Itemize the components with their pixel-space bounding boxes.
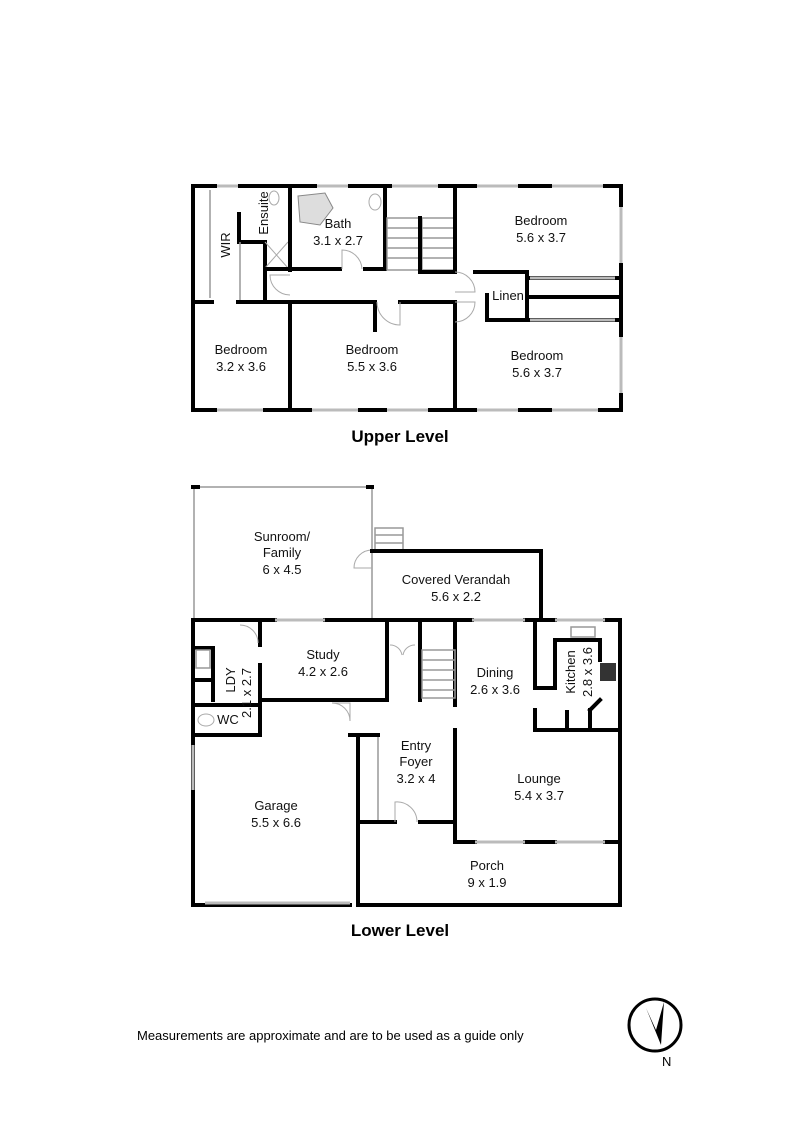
- room-size-foyer: 3.2 x 4: [396, 771, 435, 786]
- room-size-garage: 5.5 x 6.6: [251, 815, 301, 830]
- room-size-lounge: 5.4 x 3.7: [514, 788, 564, 803]
- room-label-verandah: Covered Verandah: [402, 572, 510, 587]
- room-label-wir: WIR: [218, 232, 233, 257]
- room-size-ldy: 2.1 x 2.7: [239, 668, 254, 718]
- upper-staircase: [386, 217, 456, 271]
- room-label-ldy: LDY: [223, 667, 238, 693]
- room-label-bedroom-4: Bedroom: [511, 348, 564, 363]
- disclaimer-note: Measurements are approximate and are to …: [137, 1028, 524, 1043]
- room-label-bedroom-3: Bedroom: [346, 342, 399, 357]
- room-size-porch: 9 x 1.9: [467, 875, 506, 890]
- room-label-dining: Dining: [477, 665, 514, 680]
- room-size-bath: 3.1 x 2.7: [313, 233, 363, 248]
- room-label-sunroom: Sunroom/: [254, 529, 311, 544]
- room-label-bath: Bath: [325, 216, 352, 231]
- room-label-kitchen: Kitchen: [563, 650, 578, 693]
- room-label-lounge: Lounge: [517, 771, 560, 786]
- north-compass-icon: [627, 997, 683, 1053]
- room-size-sunroom: 6 x 4.5: [262, 562, 301, 577]
- room-label-ensuite: Ensuite: [256, 191, 271, 234]
- room-label-bedroom-2: Bedroom: [215, 342, 268, 357]
- room-label-entry: Entry: [401, 738, 432, 753]
- lower-level-title: Lower Level: [351, 921, 449, 940]
- room-label-bedroom-1: Bedroom: [515, 213, 568, 228]
- room-size-verandah: 5.6 x 2.2: [431, 589, 481, 604]
- room-size-dining: 2.6 x 3.6: [470, 682, 520, 697]
- room-label-foyer: Foyer: [399, 754, 433, 769]
- compass-north-label: N: [662, 1054, 671, 1069]
- room-label-sunroom-line2: Family: [263, 545, 302, 560]
- lower-level-plan: [191, 485, 622, 907]
- room-label-garage: Garage: [254, 798, 297, 813]
- room-size-kitchen: 2.8 x 3.6: [580, 647, 595, 697]
- room-label-linen: Linen: [492, 288, 524, 303]
- upper-level-plan: [191, 184, 623, 412]
- room-label-porch: Porch: [470, 858, 504, 873]
- lower-staircase: [421, 649, 456, 699]
- upper-level-title: Upper Level: [351, 427, 448, 446]
- room-label-wc: WC: [217, 712, 239, 727]
- room-size-study: 4.2 x 2.6: [298, 664, 348, 679]
- room-label-study: Study: [306, 647, 340, 662]
- room-size-bedroom-4: 5.6 x 3.7: [512, 365, 562, 380]
- room-size-bedroom-1: 5.6 x 3.7: [516, 230, 566, 245]
- room-size-bedroom-3: 5.5 x 3.6: [347, 359, 397, 374]
- room-size-bedroom-2: 3.2 x 3.6: [216, 359, 266, 374]
